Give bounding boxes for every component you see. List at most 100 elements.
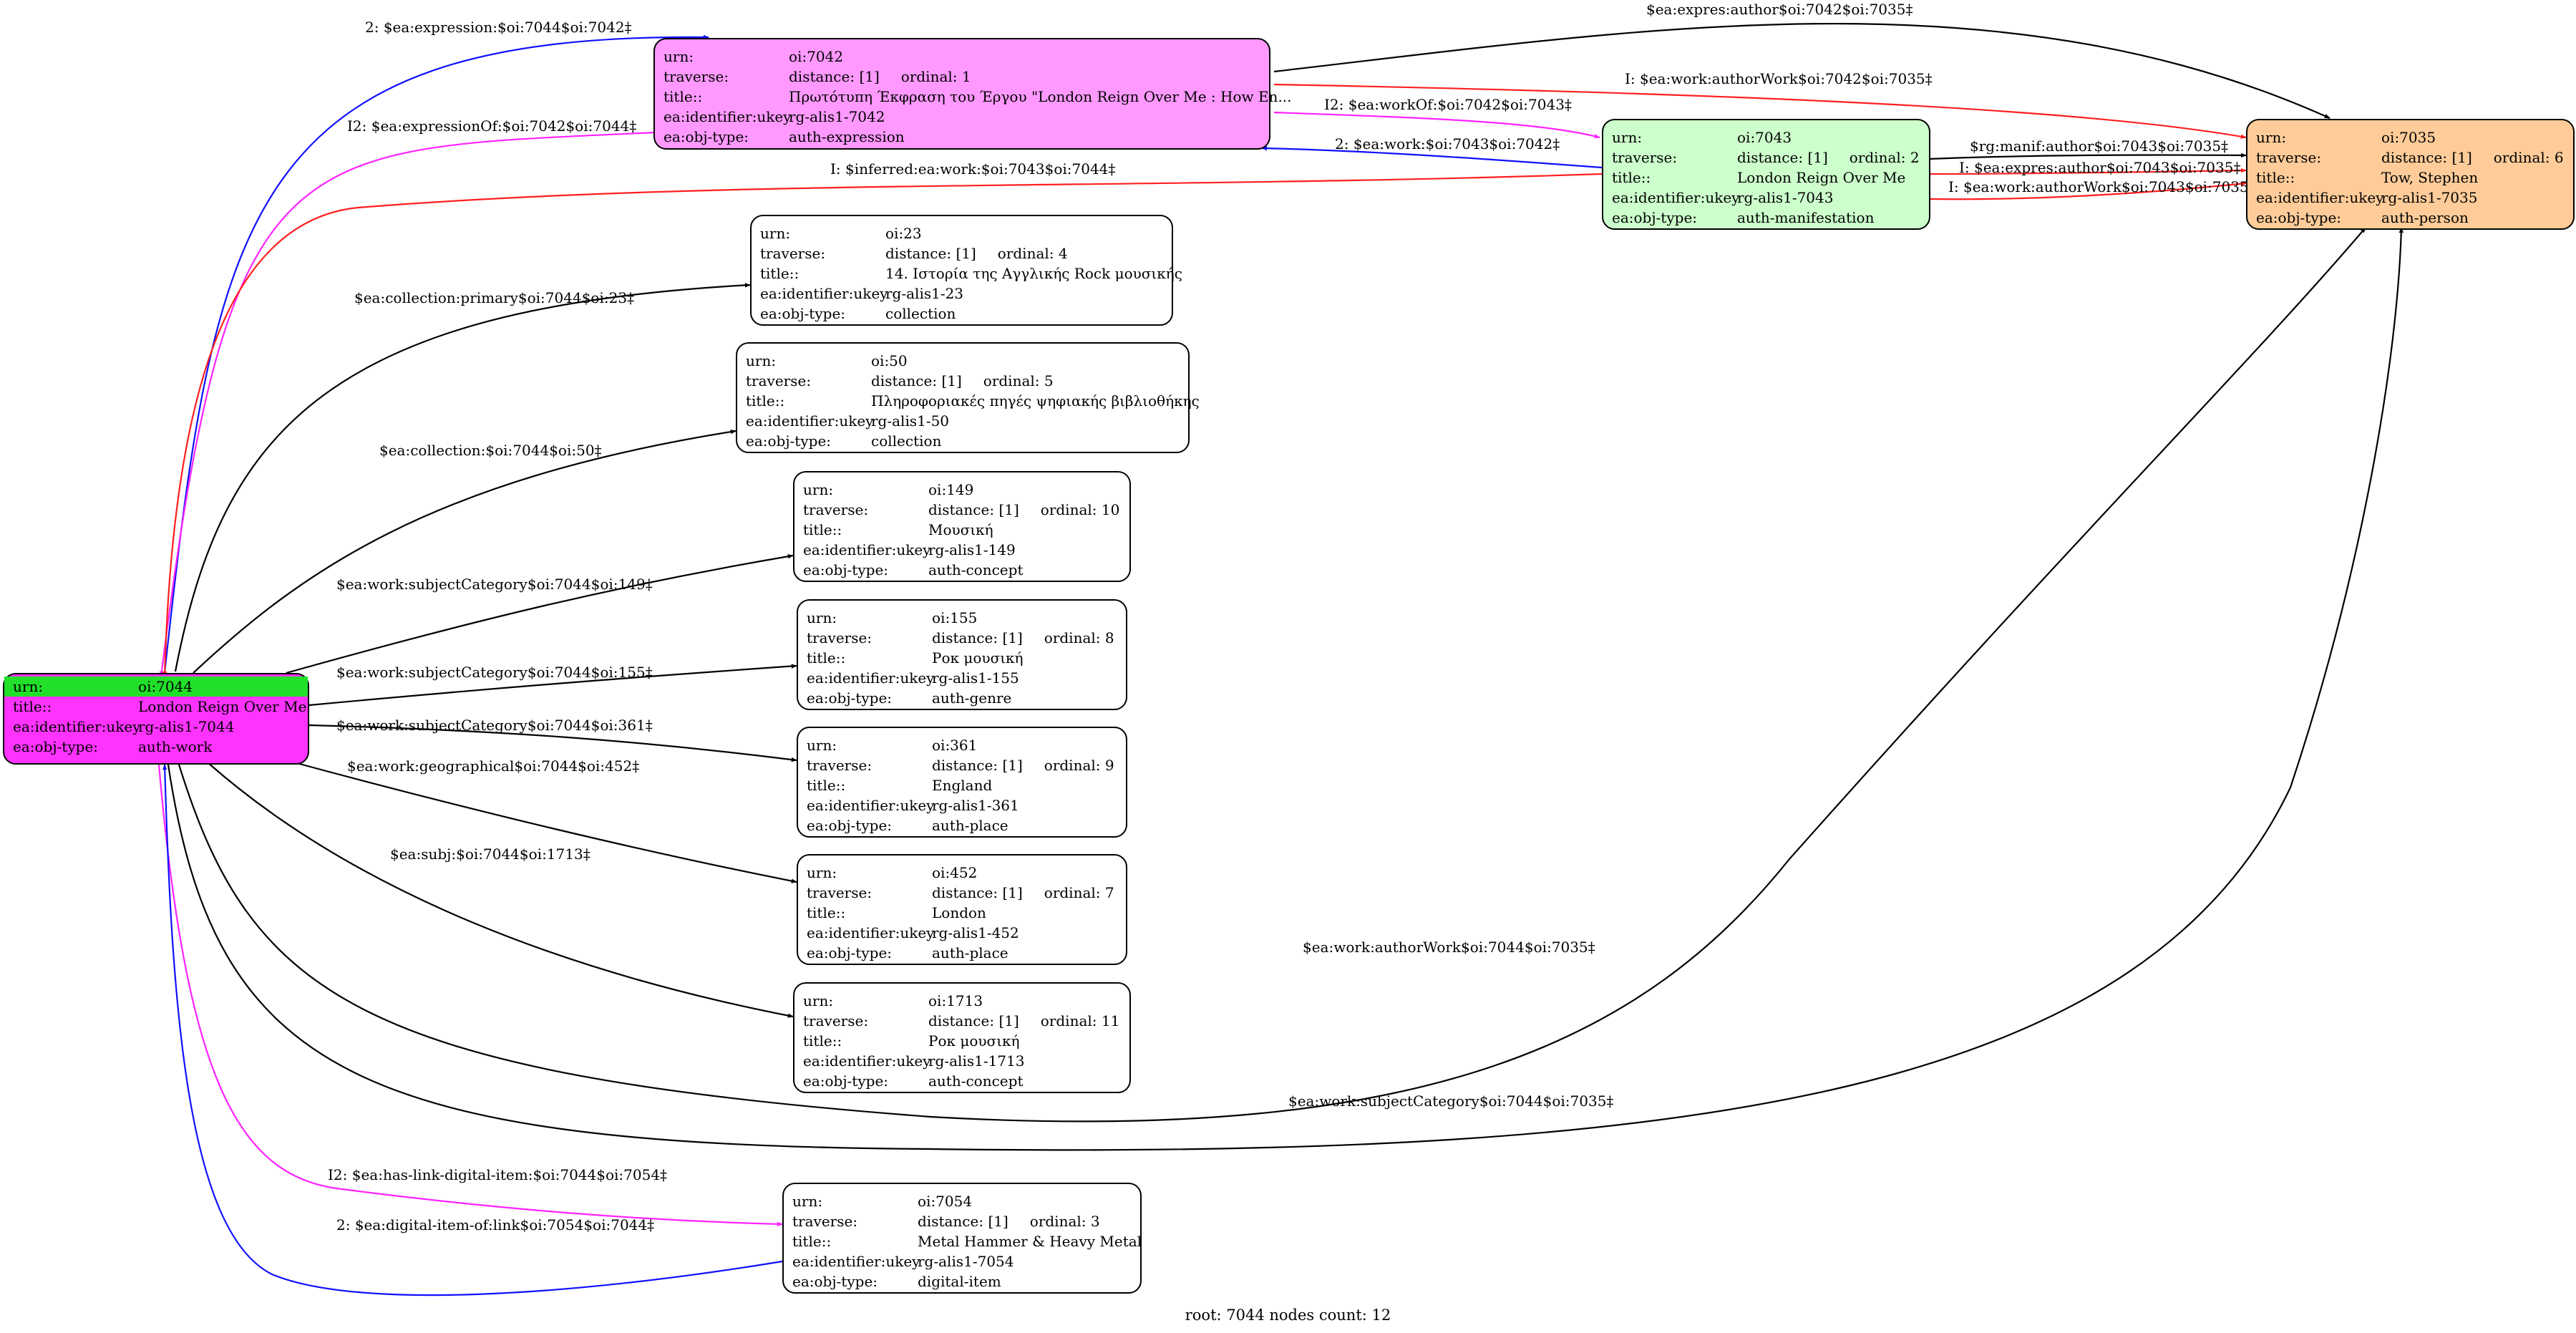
node-field-value: London Reign Over Me xyxy=(138,698,307,715)
edge-label-e14: $ea:work:subjectCategory$oi:7044$oi:155‡ xyxy=(336,664,653,681)
node-field-value: distance: [1] xyxy=(871,372,962,389)
node-field-value: oi:7042 xyxy=(789,48,844,65)
edge-label-e19: $ea:work:subjectCategory$oi:7044$oi:7035… xyxy=(1288,1092,1613,1110)
node-field-key: urn: xyxy=(792,1193,823,1210)
edge-label-e7: I: $inferred:ea:work:$oi:7043$oi:7044‡ xyxy=(830,160,1115,178)
node-field-value: oi:452 xyxy=(932,864,978,881)
node-field-extra: ordinal: 8 xyxy=(1044,629,1114,646)
node-field-value: auth-place xyxy=(932,817,1008,834)
node-field-value: auth-genre xyxy=(932,689,1012,707)
edge-7042-7044-expression-of xyxy=(159,131,656,677)
node-row: title::London xyxy=(807,903,1126,923)
node-field-key: title:: xyxy=(803,1032,842,1050)
node-field-value: Ροκ μουσική xyxy=(932,649,1024,666)
edge-7044-50-collection xyxy=(193,429,737,674)
node-field-value: rg-alis1-361 xyxy=(932,797,1019,814)
node-field-value: oi:7044 xyxy=(138,678,193,695)
node-field-key: title:: xyxy=(1612,169,1651,186)
edge-7043-7044-inferred-work xyxy=(162,173,1603,677)
node-row: ea:obj-type: auth-concept xyxy=(803,560,1129,580)
node-field-key: ea:identifier:ukey xyxy=(803,541,931,558)
node-field-value: distance: [1] xyxy=(885,245,976,262)
node-field-key: ea:identifier:ukey xyxy=(746,412,874,430)
node-field-extra: ordinal: 10 xyxy=(1040,501,1120,518)
node-row: traverse:distance: [1]ordinal: 2 xyxy=(1612,147,1929,168)
node-field-key: urn: xyxy=(746,352,777,369)
edge-7043-7042-work xyxy=(1261,145,1603,169)
edge-label-e12: $ea:collection:$oi:7044$oi:50‡ xyxy=(379,442,602,459)
node-field-key: title:: xyxy=(664,88,703,105)
node-field-value: distance: [1] xyxy=(928,1012,1019,1029)
node-field-extra: ordinal: 2 xyxy=(1849,149,1920,166)
edge-label-e10: I: $ea:work:authorWork$oi:7043$oi:7035‡ xyxy=(1948,178,2256,195)
edge-7044-149-subject-category xyxy=(286,554,794,674)
node-field-value: England xyxy=(932,777,993,794)
node-row: urn:oi:23 xyxy=(760,223,1172,243)
node-field-value: rg-alis1-7043 xyxy=(1737,189,1834,206)
node-field-value: rg-alis1-7042 xyxy=(789,108,885,125)
node-row: urn:oi:452 xyxy=(807,863,1126,883)
node-row: title::London Reign Over Me xyxy=(1612,168,1929,188)
edge-7044-7035-subject-category xyxy=(167,227,2404,1151)
node-field-value: oi:149 xyxy=(928,481,974,498)
node-field-key: ea:obj-type: xyxy=(803,561,889,578)
node-row: ea:obj-type:auth-place xyxy=(807,943,1126,963)
edge-label-e17: $ea:subj:$oi:7044$oi:1713‡ xyxy=(390,845,590,863)
node-field-key: ea:identifier:ukey xyxy=(807,924,935,941)
node-field-key: ea:identifier:ukey xyxy=(803,1052,931,1070)
node-field-extra: ordinal: 1 xyxy=(900,68,971,85)
node-field-value: rg-alis1-7054 xyxy=(918,1253,1014,1270)
node-field-key: traverse: xyxy=(803,1012,869,1029)
node-row: urn:oi:7042 xyxy=(664,47,1269,67)
edge-label-e4: I: $ea:work:authorWork$oi:7042$oi:7035‡ xyxy=(1625,70,1933,87)
node-field-key: urn: xyxy=(807,737,837,754)
edge-7044-23-collection-primary xyxy=(174,283,751,672)
edge-label-e13: $ea:work:subjectCategory$oi:7044$oi:149‡ xyxy=(336,576,653,593)
edge-label-e15: $ea:work:subjectCategory$oi:7044$oi:361‡ xyxy=(336,717,653,734)
node-field-key: ea:obj-type: xyxy=(807,817,893,834)
node-row: urn:oi:155 xyxy=(807,608,1126,628)
node-field-value: Πληροφοριακές πηγές ψηφιακής βιβλιοθήκης xyxy=(871,392,1200,409)
node-field-value: distance: [1] xyxy=(2381,149,2472,166)
node-field-value: rg-alis1-23 xyxy=(885,285,964,302)
node-field-key: traverse: xyxy=(1612,149,1678,166)
node-field-value: rg-alis1-50 xyxy=(871,412,950,430)
edge-7044-1713-subj xyxy=(207,762,794,1018)
node-field-extra: ordinal: 6 xyxy=(2493,149,2564,166)
node-row: ea:obj-type:digital-item xyxy=(792,1271,1140,1291)
node-field-key: traverse: xyxy=(2256,149,2322,166)
node-field-value: rg-alis1-7035 xyxy=(2381,189,2478,206)
node-field-value: oi:155 xyxy=(932,609,978,626)
node-row: traverse:distance: [1]ordinal: 8 xyxy=(807,628,1126,648)
node-field-extra: ordinal: 3 xyxy=(1029,1213,1100,1230)
node-field-value: 14. Ιστορία της Αγγλικής Rock μουσικής xyxy=(885,265,1182,282)
node-row: title::Ροκ μουσική xyxy=(803,1031,1129,1051)
node-field-value: rg-alis1-452 xyxy=(932,924,1019,941)
node-field-value: auth-concept xyxy=(928,561,1024,578)
edge-label-e11: $ea:collection:primary$oi:7044$oi:23‡ xyxy=(354,289,634,306)
node-field-value: collection xyxy=(885,305,956,322)
node-row: title::14. Ιστορία της Αγγλικής Rock μου… xyxy=(760,263,1182,283)
node-field-key: title:: xyxy=(803,521,842,538)
node-row: urn:oi:7044 xyxy=(4,677,308,697)
edge-label-e16: $ea:work:geographical$oi:7044$oi:452‡ xyxy=(347,757,639,775)
node-field-key: ea:obj-type: xyxy=(1612,209,1698,226)
node-field-value: distance: [1] xyxy=(932,629,1023,646)
node-row: traverse:distance: [1]ordinal: 5 xyxy=(746,371,1188,391)
